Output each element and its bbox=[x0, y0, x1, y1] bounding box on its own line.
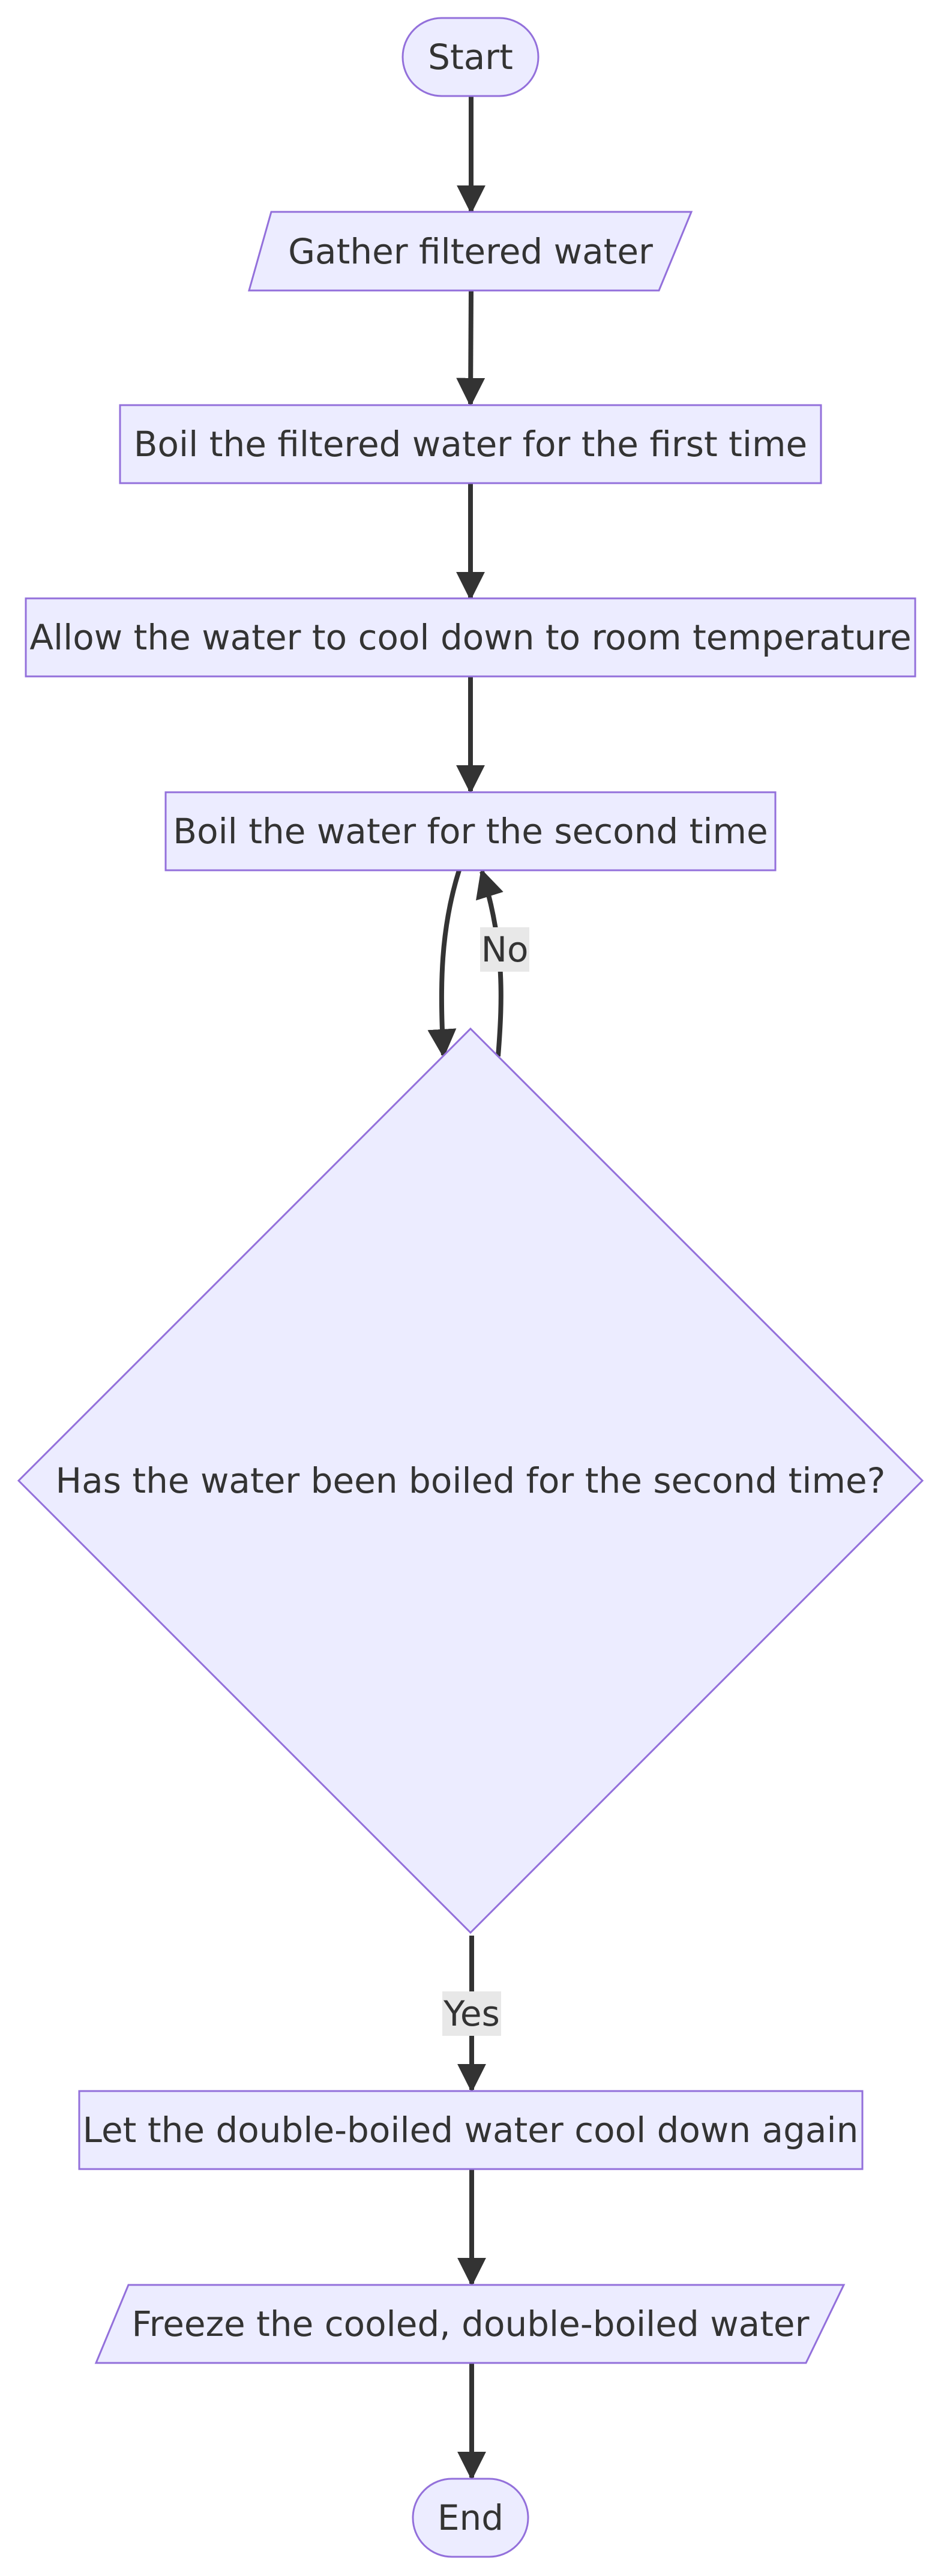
node-gather-filtered-water: Gather filtered water bbox=[248, 211, 693, 292]
edge-label-no: No bbox=[480, 927, 529, 972]
node-boil-first: Boil the filtered water for the first ti… bbox=[119, 404, 822, 484]
node-decision: Has the water been boiled for the second… bbox=[17, 1027, 924, 1934]
node-gather-label: Gather filtered water bbox=[288, 231, 653, 272]
node-cool-room-label: Allow the water to cool down to room tem… bbox=[29, 617, 911, 658]
node-cool-room: Allow the water to cool down to room tem… bbox=[25, 597, 916, 678]
node-cool-again: Let the double-boiled water cool down ag… bbox=[78, 2090, 864, 2170]
edge-label-yes-text: Yes bbox=[443, 1993, 500, 2034]
node-freeze: Freeze the cooled, double-boiled water bbox=[94, 2284, 846, 2364]
edge-label-no-text: No bbox=[481, 929, 529, 970]
edge-label-yes: Yes bbox=[442, 1991, 501, 2036]
node-end: End bbox=[412, 2478, 529, 2558]
edge-boil-second-to-decision bbox=[427, 869, 461, 1058]
node-boil-second-label: Boil the water for the second time bbox=[173, 811, 768, 852]
node-start: Start bbox=[401, 17, 540, 97]
node-start-label: Start bbox=[428, 37, 513, 77]
node-boil-first-label: Boil the filtered water for the first ti… bbox=[134, 424, 807, 465]
node-boil-second: Boil the water for the second time bbox=[164, 791, 777, 871]
node-cool-again-label: Let the double-boiled water cool down ag… bbox=[83, 2110, 859, 2150]
edge-gather-to-boil-first bbox=[456, 290, 486, 407]
node-freeze-label: Freeze the cooled, double-boiled water bbox=[132, 2304, 810, 2344]
node-end-label: End bbox=[437, 2497, 504, 2538]
node-decision-label: Has the water been boiled for the second… bbox=[56, 1460, 886, 1501]
